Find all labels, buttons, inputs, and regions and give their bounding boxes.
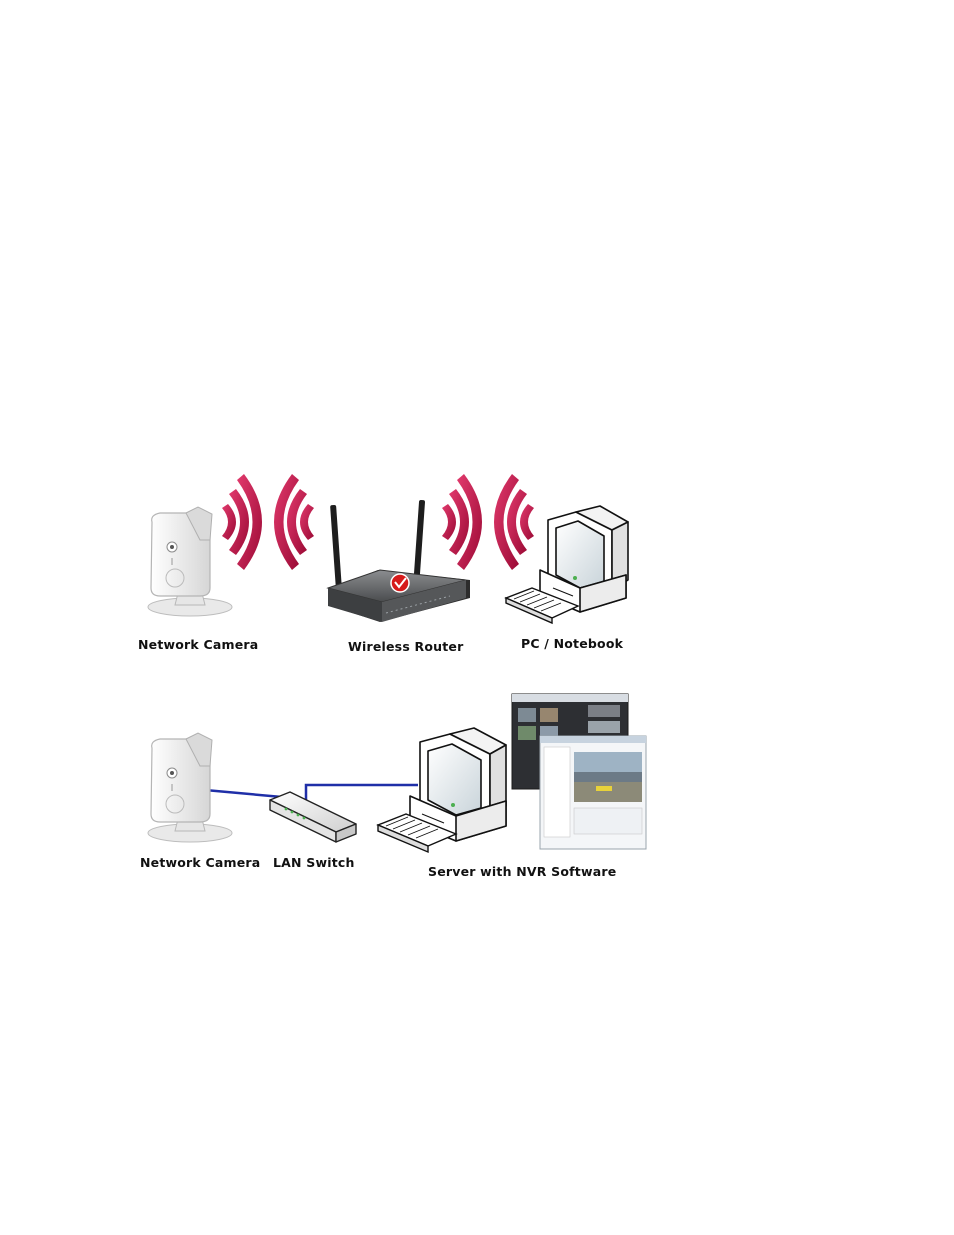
pc-notebook-label: PC / Notebook [521,636,623,651]
network-camera-label: Network Camera [138,637,258,652]
network-camera-icon [148,507,232,616]
network-camera-icon [148,733,232,842]
nvr-software-screenshot [512,694,646,849]
lan-switch-icon [270,792,356,842]
wireless-router-label: Wireless Router [348,639,463,654]
server-nvr-label: Server with NVR Software [428,864,616,879]
ethernet-cable [205,785,418,800]
network-camera-label: Network Camera [140,855,260,870]
lan-switch-label: LAN Switch [273,855,355,870]
wireless-signal-icon [442,474,534,570]
wireless-signal-icon [222,474,314,570]
